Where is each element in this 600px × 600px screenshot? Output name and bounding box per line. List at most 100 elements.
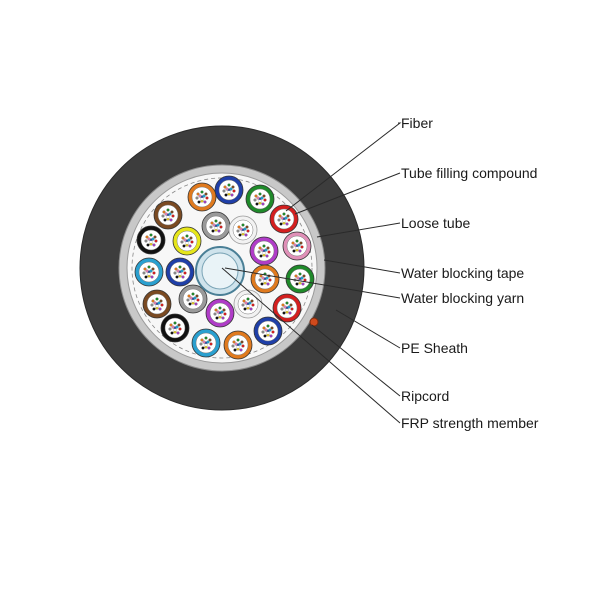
fiber [152,271,156,275]
fiber [155,297,159,301]
loose-tube [214,175,244,205]
fiber [193,296,197,300]
fiber [234,342,238,346]
fiber [204,192,208,196]
fiber [177,323,181,327]
fiber [154,239,158,243]
fiber [176,331,180,335]
fiber [261,276,265,280]
fiber [158,307,162,311]
fiber [289,303,293,307]
fiber [229,187,233,191]
loose-tube [201,211,231,241]
fiber [246,304,250,308]
fiber [253,198,257,202]
fiber [213,312,217,316]
fiber [246,297,250,301]
fiber [222,308,226,312]
fiber [219,225,223,229]
fiber [182,267,186,271]
fiber [239,227,243,231]
fiber [262,326,266,330]
loose-tube [172,226,202,256]
fiber [290,245,294,249]
label-pe-sheath: PE Sheath [401,340,468,356]
loose-tube [187,182,217,212]
loose-tube [282,231,312,261]
fiber [261,202,265,206]
fiber [271,330,275,334]
fiber [166,208,170,212]
fiber [142,271,146,275]
fiber [187,294,191,298]
fiber [176,269,180,273]
loose-tube [191,328,221,358]
fiber [221,316,225,320]
fiber [201,346,205,350]
fiber [169,218,173,222]
fiber [147,265,151,269]
fiber [236,338,240,342]
fiber [155,304,159,308]
fiber [288,311,292,315]
fiber [168,327,172,331]
fiber [185,234,189,238]
fiber [244,233,248,237]
fiber [258,246,262,250]
fiber [232,189,236,193]
fiber [265,276,269,280]
fiber [196,192,200,196]
fiber [277,218,281,222]
fiber [202,340,206,344]
fiber [188,244,192,248]
fiber [225,187,229,191]
fiber [256,196,260,200]
fiber [171,325,175,329]
loose-tube [250,264,280,294]
fiber [241,344,245,348]
fiber [242,299,246,303]
fiber [249,307,253,311]
fiber [216,223,220,227]
fiber [262,194,266,198]
fiber [224,193,228,197]
fiber [297,243,301,247]
fiber [292,249,296,253]
fiber [189,296,193,300]
fiber [250,299,254,303]
fiber [200,338,204,342]
fiber [218,306,222,310]
loose-tube [142,289,172,319]
label-fiber: Fiber [401,115,433,131]
fiber [298,272,302,276]
fiber [178,272,182,276]
fiber [285,301,289,305]
fiber [231,185,235,189]
fiber [260,248,264,252]
fiber [150,303,154,307]
fiber [151,267,155,271]
fiber [243,227,247,231]
fiber [251,303,255,307]
leader-line-ripcord [311,324,401,397]
fiber [241,223,245,227]
fiber [264,248,268,252]
fiber [261,330,265,334]
fiber [209,225,213,229]
fiber [166,215,170,219]
fiber [194,302,198,306]
fiber [263,279,267,283]
fiber [302,274,306,278]
fiber [237,225,241,229]
fiber [195,294,199,298]
fiber [268,278,272,282]
fiber [183,271,187,275]
fiber [144,239,148,243]
fiber [263,334,267,338]
fiber [191,299,195,303]
fiber [300,245,304,249]
fiber [214,219,218,223]
fiber [200,190,204,194]
fiber [145,269,149,273]
